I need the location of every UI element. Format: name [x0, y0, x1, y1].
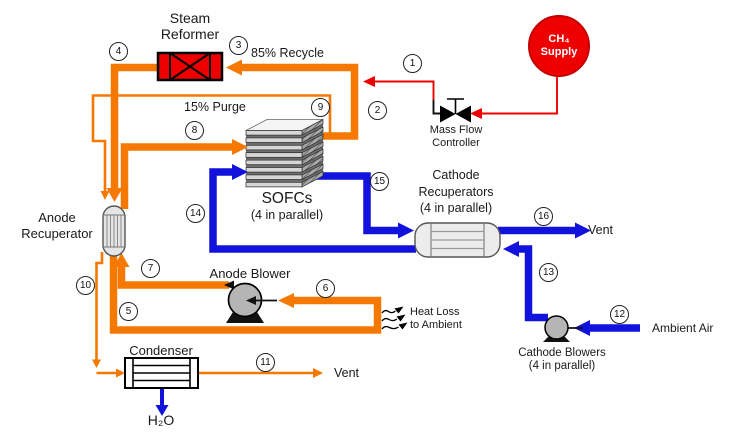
water-label: H₂O	[147, 412, 175, 428]
anode-recuperator	[102, 205, 126, 257]
sofc-stack	[245, 118, 324, 188]
pipe-blower-air	[503, 241, 548, 322]
pipe-condenser-vent	[198, 368, 323, 378]
ambient-air-label: Ambient Air	[652, 321, 714, 335]
cathode-recuperators-label-line1: Cathode	[432, 168, 480, 182]
anode-recuperator-label-line2: Recuperator	[21, 225, 93, 241]
cathode-recuperators-label-line3: (4 in parallel)	[419, 201, 493, 215]
stream-badge-10: 10	[76, 276, 95, 295]
ch4-supply-label-line2: Supply	[540, 46, 578, 58]
stream-badge-16: 16	[534, 207, 553, 226]
heat-loss-arrows	[381, 306, 408, 330]
ch4-supply-tank	[528, 15, 590, 77]
pipe-anode-recycle	[226, 59, 359, 140]
cathode-blowers-label-line1: Cathode Blowers	[518, 347, 606, 359]
anode-recuperator-label: Anode Recuperator	[21, 210, 93, 241]
steam-reformer-label-line2: Reformer	[160, 25, 220, 42]
recycle-annotation: 85% Recycle	[251, 46, 324, 60]
pipe-preheated-air	[209, 168, 416, 253]
pipe-cathode-vent	[498, 222, 591, 239]
stream-badge-12: 12	[610, 305, 629, 324]
condenser	[124, 357, 199, 389]
ch4-supply-label: CH₄ Supply	[541, 33, 578, 59]
stream-badge-1: 1	[403, 54, 422, 73]
cathode-recuperators-label-line2: Recuperators	[418, 184, 494, 199]
stream-badge-14: 14	[186, 204, 205, 223]
sofc-stack-label-line1: SOFCs	[261, 190, 313, 207]
cathode-blowers-label: Cathode Blowers (4 in parallel)	[518, 347, 606, 373]
pipe-water-drain	[155, 388, 169, 416]
heat-loss-annotation-line2: to Ambient	[410, 318, 462, 331]
anode-blower	[226, 282, 277, 323]
heat-loss-annotation: Heat Loss to Ambient	[410, 306, 462, 331]
pipe-condensate-line	[92, 252, 125, 378]
purge-annotation: 15% Purge	[184, 100, 246, 114]
sofc-stack-label-line2: (4 in parallel)	[250, 208, 324, 222]
stream-badge-4: 4	[109, 42, 128, 61]
stream-badge-9: 9	[311, 98, 330, 117]
pipe-heat-loss-loop	[109, 249, 382, 334]
cathode-recuperator	[414, 222, 501, 258]
pipe-recuperator-to-sofc	[120, 143, 233, 209]
ch4-supply-label-line1: CH₄	[548, 33, 570, 45]
stream-badge-15: 15	[370, 172, 389, 191]
stack-inlet-arrows	[232, 139, 248, 180]
vent-cathode-label: Vent	[588, 223, 614, 237]
stream-badge-5: 5	[119, 302, 138, 321]
pipe-cathode-exhaust	[308, 172, 414, 239]
anode-blower-label: Anode Blower	[209, 266, 291, 281]
pipe-blower-to-recuperator	[113, 253, 234, 290]
pipe-purge-line	[91, 94, 332, 200]
stream-badge-7: 7	[141, 259, 160, 278]
stream-badge-8: 8	[185, 121, 204, 140]
vent-condenser-label: Vent	[334, 366, 360, 380]
mass-flow-controller-label-line2: Controller	[432, 136, 480, 149]
pipe-reformer-outlet	[106, 63, 158, 202]
steam-reformer-label-line1: Steam	[169, 10, 211, 26]
anode-recuperator-label-line1: Anode	[38, 210, 76, 225]
stream-badge-6: 6	[316, 279, 335, 298]
stream-badge-2: 2	[368, 101, 387, 120]
stream-badge-3: 3	[229, 36, 248, 55]
stream-badge-11: 11	[256, 353, 275, 372]
steam-reformer	[156, 51, 224, 82]
cathode-blower	[543, 315, 570, 342]
cathode-blowers-label-line2: (4 in parallel)	[528, 360, 596, 372]
pipe-ch4-supply	[363, 76, 558, 119]
stream-badge-13: 13	[539, 263, 558, 282]
sofc-stack-label: SOFCs (4 in parallel)	[251, 190, 323, 224]
mass-flow-controller-label-line1: Mass Flow	[429, 124, 483, 136]
condenser-label: Condenser	[129, 343, 193, 358]
heat-loss-annotation-line1: Heat Loss	[410, 306, 460, 318]
steam-reformer-label: Steam Reformer	[160, 10, 220, 42]
mass-flow-controller-label: Mass Flow Controller	[430, 124, 483, 149]
cathode-recuperators-label: Cathode Recuperators (4 in parallel)	[418, 167, 493, 217]
mass-flow-controller-valve	[440, 98, 471, 123]
